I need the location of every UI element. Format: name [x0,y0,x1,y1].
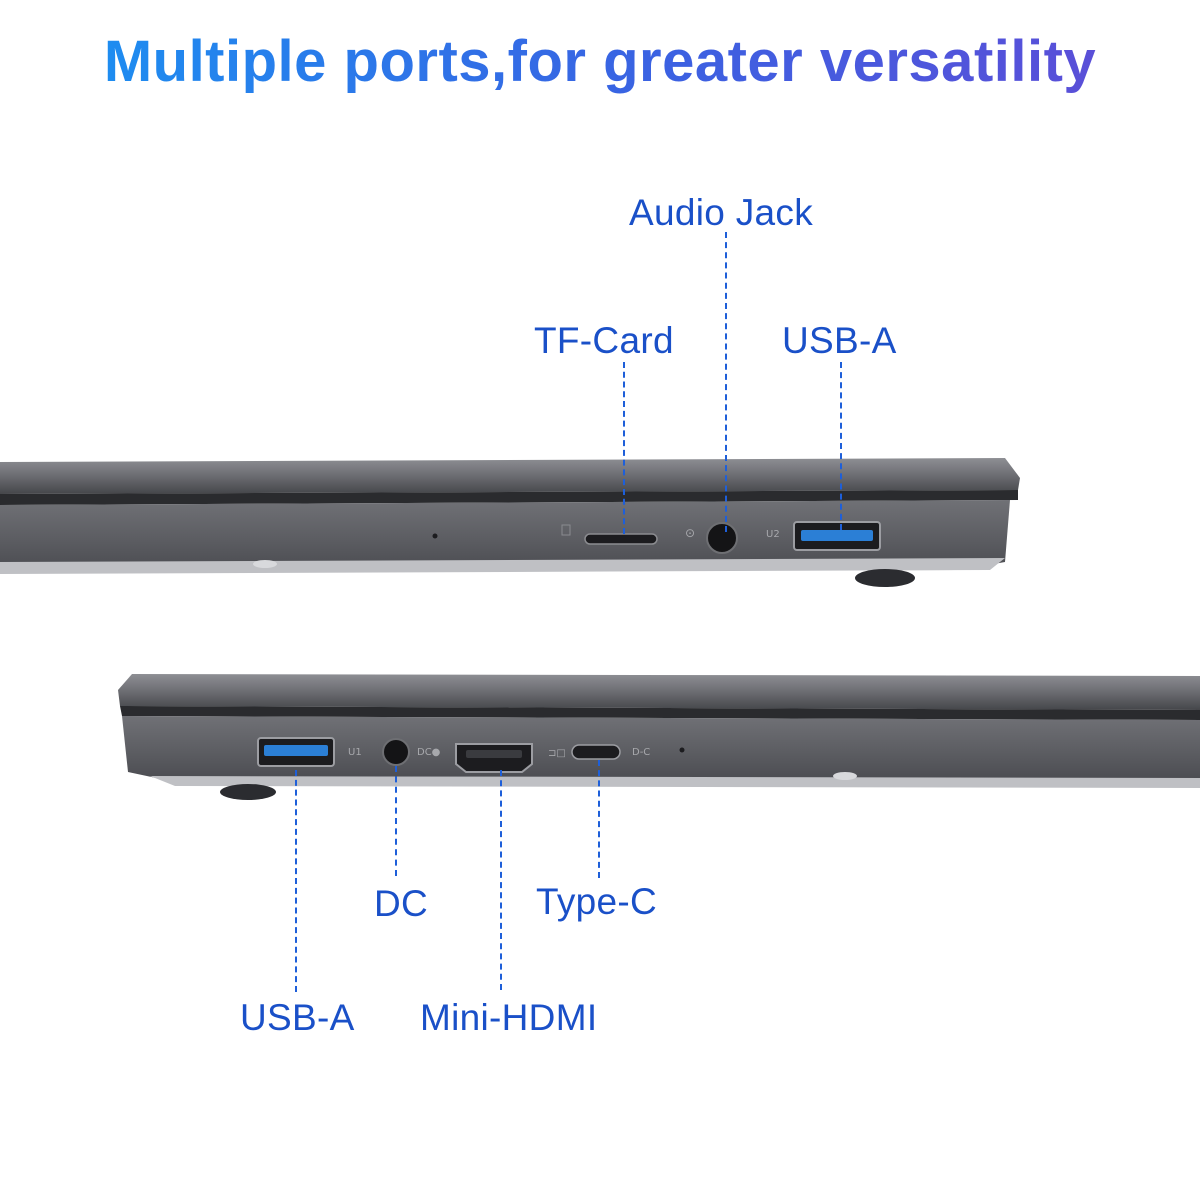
label-usb-a-left: USB-A [240,997,355,1038]
leader-line-tf-card [623,362,625,534]
svg-text:⊐□: ⊐□ [548,748,566,759]
label-mini-hdmi: Mini-HDMI [420,997,598,1038]
leader-line-mini-hdmi [500,770,502,990]
leader-line-audio-jack [725,232,727,532]
svg-text:D-C: D-C [632,747,650,758]
svg-text:U1: U1 [348,747,362,758]
leader-line-usb-a-left [295,770,297,992]
leader-line-type-c [598,760,600,878]
svg-text:U2: U2 [766,529,780,540]
label-tf-card: TF-Card [534,320,674,361]
page-title: Multiple ports,for greater versatility [103,29,1097,94]
svg-text:DC●: DC● [417,747,441,758]
leader-line-dc [395,766,397,876]
label-usb-a-right: USB-A [782,320,897,361]
label-dc: DC [374,883,429,924]
laptop-right-side-view: ⊙ U2 [0,458,1020,587]
laptop-left-side-view: U1 DC● ⊐□ D-C [118,674,1200,800]
svg-text:⊙: ⊙ [685,526,695,540]
label-type-c: Type-C [536,881,658,922]
label-audio-jack: Audio Jack [629,192,813,233]
leader-line-usb-a-right [840,362,842,530]
